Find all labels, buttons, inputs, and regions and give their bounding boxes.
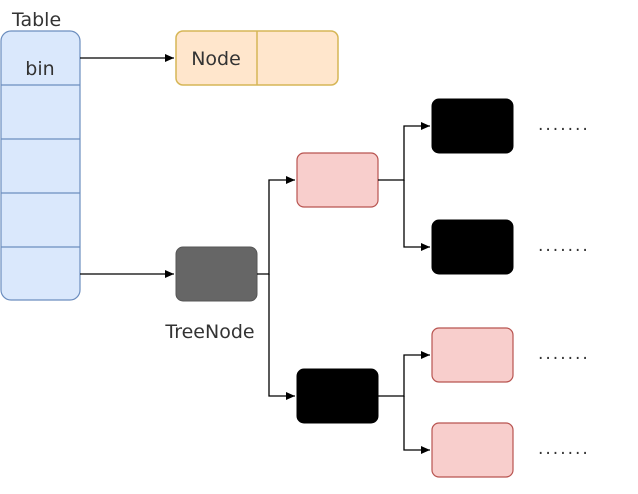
ellipsis: .......: [538, 115, 590, 135]
tree-node-red: [296, 152, 379, 208]
table-outline: [0, 30, 81, 301]
edge-root-to-red: [257, 176, 295, 275]
tree-leaf-black: [431, 219, 514, 275]
ellipsis: .......: [538, 439, 590, 459]
edge-root-to-black: [268, 274, 295, 400]
edge-red-to-black-top: [378, 122, 430, 181]
table-label: Table: [11, 9, 61, 31]
table-array: bin: [0, 30, 81, 301]
ellipsis: .......: [538, 236, 590, 256]
treenode-label: TreeNode: [164, 321, 254, 343]
edge-black-to-red-top: [378, 351, 430, 397]
ellipsis: .......: [538, 344, 590, 364]
tree-root-node: [175, 246, 258, 302]
tree-leaf-black: [431, 98, 514, 154]
tree-leaf-red: [431, 327, 514, 383]
tree-node-black: [296, 368, 379, 424]
edge-black-to-red-bottom: [403, 396, 430, 454]
bin-label: bin: [25, 58, 54, 80]
edge-red-to-black-bottom: [403, 180, 430, 251]
list-node: Node: [175, 30, 339, 86]
node-label: Node: [191, 48, 241, 70]
tree-leaf-red: [431, 422, 514, 478]
